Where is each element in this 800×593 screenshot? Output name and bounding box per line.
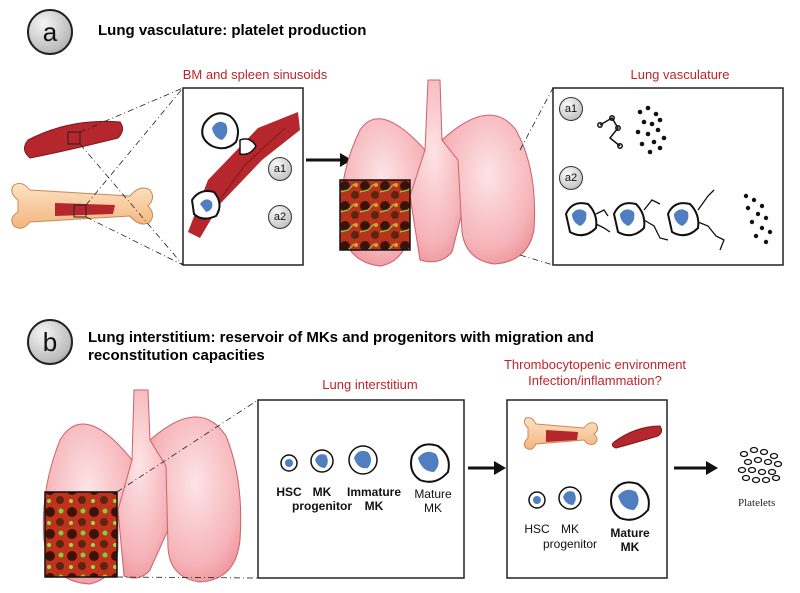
label-env-line1: Thrombocytopenic environment bbox=[503, 357, 687, 372]
label-immature-line2: MK bbox=[364, 499, 384, 513]
spleen-shape bbox=[24, 120, 124, 159]
tag-a1-bm: a1 bbox=[268, 157, 292, 181]
tag-a2-lung-text: a2 bbox=[564, 172, 578, 184]
tag-a2-bm: a2 bbox=[268, 205, 292, 229]
panel-b-title-line2: reconstitution capacities bbox=[88, 347, 265, 364]
panel-a-title: Lung vasculature: platelet production bbox=[98, 22, 367, 39]
panel-b-badge: b bbox=[27, 319, 73, 365]
label-mature-1-line2: MK bbox=[424, 501, 442, 515]
label-mature-1-line1: Mature bbox=[414, 487, 452, 501]
tag-a1-bm-text: a1 bbox=[273, 163, 287, 175]
label-mk-prog-1-line1: MK bbox=[312, 485, 332, 499]
label-immature-line1: Immature bbox=[346, 485, 402, 499]
label-mk-prog-1-line2: progenitor bbox=[292, 499, 352, 513]
panel-b-illustration bbox=[42, 389, 783, 585]
bone-shape bbox=[11, 182, 154, 229]
label-lung-vasculature: Lung vasculature bbox=[630, 67, 730, 82]
label-bm-spleen: BM and spleen sinusoids bbox=[182, 67, 328, 82]
label-mk-prog-2-line2: progenitor bbox=[542, 537, 598, 551]
panel-b-letter: b bbox=[42, 326, 58, 357]
platelets-label: Platelets bbox=[738, 497, 776, 509]
panel-a-badge: a bbox=[27, 9, 73, 55]
panel-a-illustration bbox=[11, 79, 784, 267]
label-hsc-1: HSC bbox=[276, 485, 302, 499]
tag-a1-lung: a1 bbox=[559, 97, 583, 121]
platelet-cluster bbox=[737, 446, 783, 484]
label-mature-2-line2: MK bbox=[620, 540, 640, 554]
label-hsc-2: HSC bbox=[524, 522, 550, 536]
label-mature-2-line1: Mature bbox=[610, 526, 650, 540]
panel-b-title-line1: Lung interstitium: reservoir of MKs and … bbox=[88, 329, 594, 346]
panel-a-letter: a bbox=[42, 16, 58, 47]
label-env-line2: Infection/inflammation? bbox=[528, 373, 662, 388]
lung-tissue-image-b bbox=[44, 491, 118, 578]
label-mk-prog-2-line1: MK bbox=[561, 522, 579, 536]
tag-a2-bm-text: a2 bbox=[273, 211, 287, 223]
lung-tissue-image-a bbox=[339, 179, 411, 251]
label-lung-interstitium: Lung interstitium bbox=[322, 377, 418, 392]
tag-a1-lung-text: a1 bbox=[564, 103, 578, 115]
tag-a2-lung: a2 bbox=[559, 166, 583, 190]
